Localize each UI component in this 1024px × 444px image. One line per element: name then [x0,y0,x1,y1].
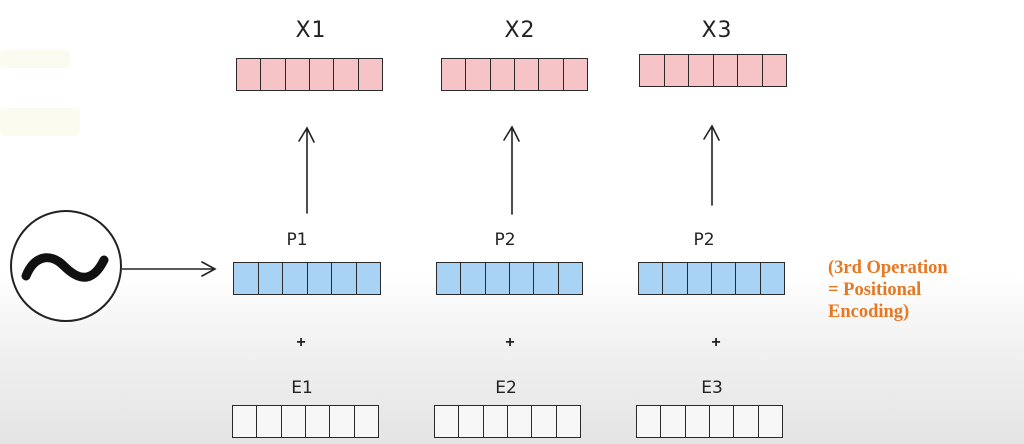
p2-vector [436,262,583,295]
e1-vector [232,405,379,438]
x3-label: X3 [701,18,733,43]
up-arrow-icon [503,125,520,215]
up-arrow-icon [298,126,315,214]
plus-sign: + [711,334,721,351]
p1-vector [233,262,381,295]
note-line: Encoding) [828,302,910,322]
right-arrow-icon [122,261,217,277]
e2-label: E2 [495,378,517,398]
x2-vector [441,58,588,91]
positional-encoding-note: (3rd Operation = Positional Encoding) [828,257,948,323]
p3-vector [638,262,785,295]
p1-label: P1 [286,230,308,250]
e2-vector [434,405,581,438]
p3-label: P2 [693,230,715,250]
plus-sign: + [505,334,515,351]
e1-label: E1 [291,378,313,398]
e3-vector [636,405,783,438]
up-arrow-icon [703,124,720,206]
e3-label: E3 [701,378,723,398]
plus-sign: + [296,334,306,351]
x2-label: X2 [504,18,536,43]
x1-label: X1 [295,18,327,43]
sine-wave-icon [10,210,122,322]
p2-label: P2 [494,230,516,250]
background-smudge [0,50,70,68]
note-line: (3rd Operation [828,258,948,278]
x3-vector [639,54,787,87]
note-line: = Positional [828,280,922,300]
background-smudge [0,108,80,136]
x1-vector [236,58,383,91]
